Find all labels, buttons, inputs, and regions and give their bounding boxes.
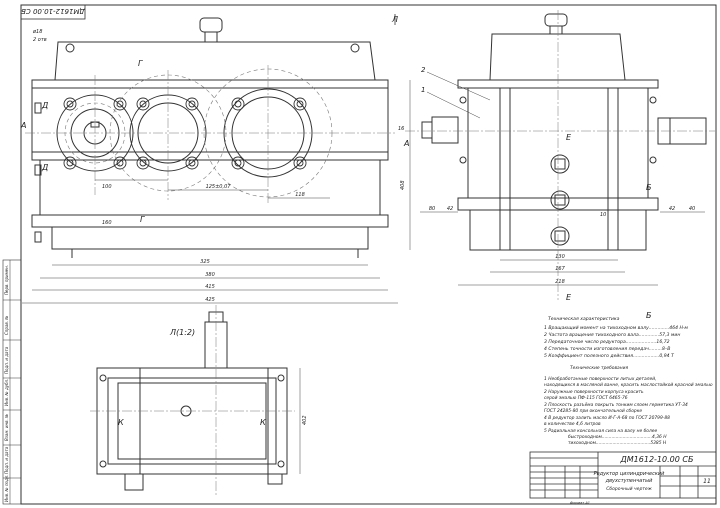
tech-chars-item: 5 Коэффициент полезного действия........… [544, 353, 675, 359]
tech-requirements: Технические требования 1 Необработанные … [544, 365, 713, 446]
margin-label: Взам. инв. № [4, 414, 9, 441]
section-mark-d2: Д [41, 163, 48, 172]
tech-reqs-item: серой эмалью ПФ-115 ГОСТ 6465-76 [544, 395, 628, 401]
hole-count-note: 2 отв [33, 37, 47, 43]
callout-2: 2 [421, 66, 426, 74]
dim-42-left: 42 [447, 206, 453, 212]
center-lines [25, 65, 395, 205]
dim-100: 100 [102, 184, 112, 190]
tech-reqs-item: быстроходном............................… [568, 434, 667, 440]
title-block [529, 451, 717, 499]
dim-402: 402 [302, 415, 308, 425]
dim-415: 415 [205, 284, 215, 290]
notes-front: ø18 2 отв Л [32, 15, 398, 43]
dim-425: 425 [205, 297, 215, 303]
section-mark-e: Е [566, 133, 572, 142]
section-mark-g: Г [138, 59, 143, 68]
side-view [421, 13, 707, 251]
side-center-lines [405, 10, 715, 300]
tech-chars-title: Техническая характеристика [548, 316, 620, 322]
dim-130: 130 [555, 254, 565, 260]
tech-chars-item: 3 Передаточное число редуктора..........… [544, 339, 670, 345]
margin-labels: Перв. примен. Справ. № Подп. и дата Инв.… [4, 265, 9, 502]
section-mark-e2: Е [566, 293, 572, 302]
tech-reqs-item: находящихся в масляной ванне, красить ма… [544, 382, 713, 388]
tech-reqs-item: 3 Плоскость разъёма покрыть тонким слоем… [544, 402, 688, 408]
tech-reqs-item: в количестве 4,6 литров [544, 421, 601, 427]
dim-42-right: 42 [669, 206, 675, 212]
section-mark-k2: К [260, 418, 266, 427]
dim-167: 167 [555, 266, 565, 272]
section-mark-d: Д [41, 101, 48, 110]
dim-40: 40 [689, 206, 695, 212]
front-dim-labels: 325 380 415 425 118 125±0,07 100 160 [102, 184, 305, 303]
tech-chars-item: 4 Степень точности изготовления передач.… [544, 346, 670, 352]
dim-16: 16 [398, 126, 404, 132]
callout-1: 1 [421, 86, 425, 94]
dim-125: 125±0,07 [206, 184, 232, 190]
dim-160: 160 [102, 220, 112, 226]
tech-chars-item: 1 Вращающий момент на тихоходном валу...… [544, 325, 688, 331]
dim-10: 10 [600, 212, 606, 218]
section-marks-front: А Д Д Г Г [20, 59, 145, 224]
designation-box: ДМ1612-10.00 СБ [20, 4, 86, 20]
view-arrow-label: Л [391, 15, 398, 24]
dim-80: 80 [429, 206, 435, 212]
section-mark-b: Б [646, 183, 652, 192]
plan-view [96, 311, 288, 491]
dim-325: 325 [200, 259, 210, 265]
stamp-format: Формат А1 [570, 501, 590, 505]
tech-reqs-item: 2 Наружные поверхности корпуса красить [544, 389, 644, 395]
section-mark-a-side: А [403, 139, 409, 148]
front-dimensions [22, 179, 398, 304]
tech-reqs-item: ГОСТ 24285-80 при окончательной сборке [544, 408, 642, 414]
stamp-title-2: двухступенчатый [605, 478, 653, 484]
stamp-title-3: Сборочный чертеж [606, 486, 652, 492]
tech-characteristics: Техническая характеристика 1 Вращающий м… [544, 316, 688, 359]
view-label: Л(1:2) [169, 328, 195, 337]
tech-reqs-item: 5 Радиальная консольная сила на валу не … [544, 428, 657, 434]
margin-label: Перв. примен. [4, 265, 9, 295]
rotated-designation: ДМ1612-10.00 СБ [21, 7, 86, 15]
dim-218: 218 [555, 279, 565, 285]
sheet-frame [2, 4, 717, 505]
section-mark-b2: Б [646, 311, 652, 320]
section-mark-a: А [20, 121, 26, 130]
stamp-title-1: Редуктор цилиндрический [594, 471, 666, 477]
dim-118: 118 [295, 192, 305, 198]
plan-section-marks: К К [118, 418, 266, 427]
callouts: 2 1 [421, 66, 491, 119]
margin-label: Справ. № [4, 316, 9, 335]
section-mark-k: К [118, 418, 124, 427]
margin-label: Инв. № подл. [4, 474, 9, 502]
section-mark-g2: Г [140, 215, 145, 224]
margin-label: Подп. и дата [4, 446, 9, 474]
hole-note: ø18 [32, 29, 42, 35]
plan-center-lines [90, 305, 295, 495]
dim-408: 408 [400, 180, 406, 190]
tech-chars-item: 2 Частота вращения тихоходного вала.....… [544, 332, 680, 338]
stamp-designation: ДМ1612-10.00 СБ [620, 455, 694, 464]
side-dimensions [409, 80, 705, 286]
margin-label: Инв. № дубл. [4, 379, 9, 406]
stamp-sheet-no: 11 [703, 478, 711, 485]
margin-label: Подп. и дата [4, 346, 9, 374]
section-marks-side: Е Е Б Б А [403, 133, 652, 320]
tech-reqs-item: 4 В редуктор залить масло И-Г-А-68 по ГО… [544, 415, 670, 421]
tech-reqs-item: 1 Необработанные поверхности литых детал… [544, 376, 656, 382]
tech-reqs-title: Технические требования [570, 365, 628, 371]
dim-380: 380 [205, 272, 215, 278]
tech-reqs-item: тихоходном..............................… [568, 440, 667, 446]
side-dim-labels: 130 167 218 42 80 42 40 16 10 408 [398, 126, 695, 285]
front-view [31, 17, 389, 258]
